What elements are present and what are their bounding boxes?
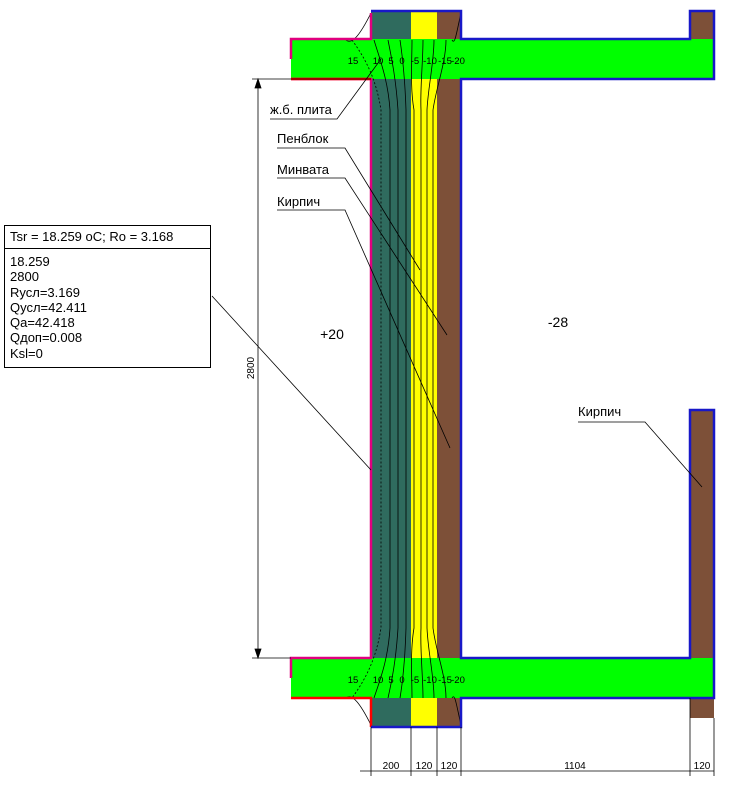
dim-mineral-wool: 120 <box>416 761 433 772</box>
results-box: Tsr = 18.259 oC; Ro = 3.168 18.259 2800 … <box>4 225 211 368</box>
material-labels: ж.б. плита Пенблок Минвата Кирпич Кирпич <box>270 102 621 419</box>
isotherm-label: -20 <box>451 675 465 686</box>
isotherm-lines <box>345 12 462 726</box>
isotherm-labels-bottom: 15 10 5 0 -5 -10 -15 -20 <box>348 675 465 686</box>
isotherm-label: 0 <box>399 56 404 67</box>
bottom-dimension-chain <box>360 698 715 776</box>
isotherm-label: -20 <box>451 56 465 67</box>
results-line: Qа=42.418 <box>10 315 75 331</box>
label-foam-block: Пенблок <box>277 131 329 146</box>
slab-bottom <box>291 658 714 698</box>
results-line: Qдоп=0.008 <box>10 330 83 346</box>
height-dimension <box>252 77 371 660</box>
isotherm-label: 0 <box>399 675 404 686</box>
isotherm-label: 15 <box>348 675 359 686</box>
slab-top <box>291 39 714 79</box>
label-brick: Кирпич <box>277 194 320 209</box>
dim-brick: 120 <box>441 761 458 772</box>
brick-right-lower <box>690 410 714 660</box>
label-mineral-wool: Минвата <box>277 162 330 177</box>
results-separator <box>5 248 210 249</box>
bottom-dimension-labels: 200 120 120 1104 120 <box>383 761 711 772</box>
isotherm-label: 10 <box>373 675 384 686</box>
isotherm-label: -5 <box>411 675 419 686</box>
inside-temperature: +20 <box>320 326 344 342</box>
brick-right-top <box>690 11 714 39</box>
outside-temperature: -28 <box>548 314 568 330</box>
results-lines: 18.259 2800 Rусл=3.169 Qусл=42.411 Qа=42… <box>10 254 87 361</box>
results-line: Qусл=42.411 <box>10 299 87 315</box>
isotherm-label: -10 <box>423 675 437 686</box>
label-slab: ж.б. плита <box>270 102 333 117</box>
outer-boundary <box>371 9 716 729</box>
height-dimension-label: 2800 <box>246 356 257 379</box>
isotherm-label: 10 <box>373 56 384 67</box>
callout-leaders <box>211 58 703 488</box>
isotherm-label: -5 <box>411 56 419 67</box>
results-line: Rусл=3.169 <box>10 284 80 300</box>
dim-brick-right: 120 <box>694 761 711 772</box>
results-line: 2800 <box>10 269 39 285</box>
isotherm-label: -10 <box>423 56 437 67</box>
results-line: Ksl=0 <box>10 345 43 361</box>
isotherm-label: 15 <box>348 56 359 67</box>
isotherm-label: 5 <box>388 675 393 686</box>
brick-right-bottom <box>690 698 714 718</box>
isotherm-label: -15 <box>438 56 452 67</box>
dim-gap: 1104 <box>564 761 586 772</box>
isotherm-label: 5 <box>388 56 393 67</box>
isotherm-label: -15 <box>438 675 452 686</box>
label-brick-right: Кирпич <box>578 404 621 419</box>
isotherm-labels-top: 15 10 5 0 -5 -10 -15 -20 <box>348 56 465 67</box>
results-title: Tsr = 18.259 oC; Ro = 3.168 <box>10 229 174 244</box>
foam-block-layer <box>371 11 411 727</box>
results-line: 18.259 <box>10 254 50 269</box>
brick-layer <box>437 11 461 727</box>
dim-foam-block: 200 <box>383 761 400 772</box>
